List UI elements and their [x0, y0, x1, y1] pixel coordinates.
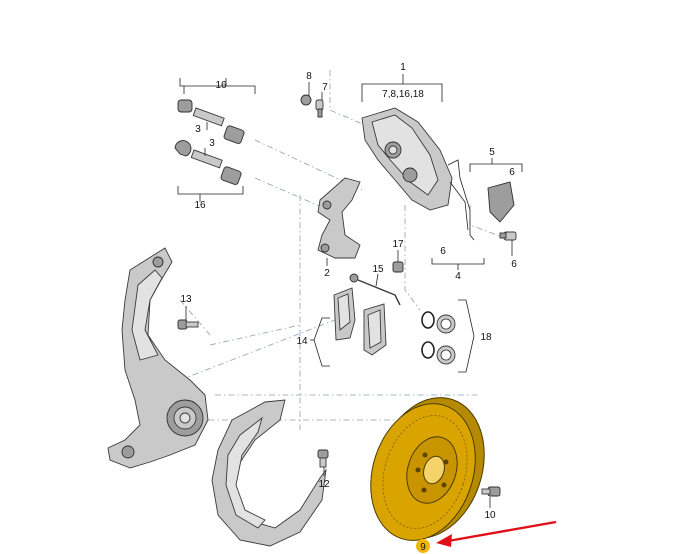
callout-2: 2 [324, 268, 330, 279]
screw-10 [481, 486, 501, 497]
callout-18: 18 [480, 332, 492, 343]
caliper-carrier [317, 177, 361, 259]
callout-12: 12 [318, 479, 330, 490]
bolt-12 [317, 449, 329, 468]
leader-lines [177, 74, 523, 508]
seal-rings [421, 311, 456, 365]
callout-15: 15 [372, 264, 384, 275]
callout-3-bottom: 3 [209, 138, 215, 149]
callout-9-badge: 9 [416, 539, 430, 553]
pad-wear-sensor [487, 181, 517, 241]
splash-shield [211, 399, 327, 547]
callout-6-right-bottom: 6 [511, 259, 517, 270]
callout-7: 7 [322, 82, 328, 93]
callout-6-right-top: 6 [509, 167, 515, 178]
bolts-7-8 [300, 94, 324, 118]
callout-1-sub: 7,8,16,18 [382, 89, 424, 100]
callout-3-top: 3 [195, 124, 201, 135]
brake-pads [333, 287, 387, 356]
callout-5: 5 [489, 147, 495, 158]
callout-16-top: 16 [215, 80, 227, 91]
callout-9: 9 [420, 542, 426, 553]
callout-labels: 16 3 3 16 8 7 1 7,8,16,18 5 6 6 4 6 2 17… [180, 62, 517, 521]
highlight-arrow [436, 520, 557, 547]
callout-4: 4 [455, 271, 461, 282]
callout-10: 10 [484, 510, 496, 521]
wear-sensor [349, 261, 404, 306]
brake-spring [447, 159, 475, 241]
callout-13: 13 [180, 294, 192, 305]
callout-8: 8 [306, 71, 312, 82]
steering-knuckle [107, 247, 209, 469]
brake-disc [370, 397, 485, 541]
callout-14: 14 [296, 336, 308, 347]
callout-17: 17 [392, 239, 404, 250]
callout-6-left: 6 [440, 246, 446, 257]
callout-1: 1 [400, 62, 406, 73]
callout-16-bottom: 16 [194, 200, 206, 211]
guide-pins [174, 99, 245, 185]
bolt-13 [177, 319, 199, 330]
brake-caliper [361, 107, 453, 211]
